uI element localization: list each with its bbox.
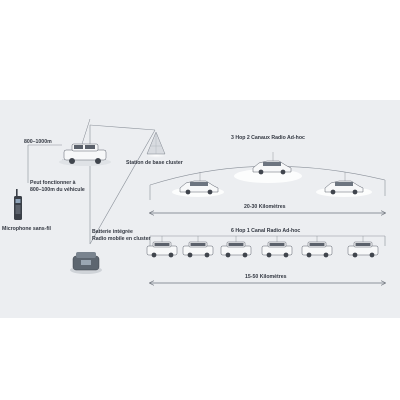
suv-row-3-icon xyxy=(220,236,252,258)
works-within-label-1: Peut fonctionner à xyxy=(30,180,76,186)
microphone-label: Microphone sans-fil xyxy=(2,226,52,232)
hop6-range-label: 15-50 Kilomètres xyxy=(245,274,287,280)
suv-row xyxy=(146,236,379,258)
battery-label-1: Batterie intégrée xyxy=(92,229,133,235)
base-station-label: Station de base cluster xyxy=(126,160,183,166)
suv-row-2-icon xyxy=(182,236,214,258)
hop6-title: 6 Hop 1 Canal Radio Ad-hoc xyxy=(231,228,300,234)
sedan-2-icon xyxy=(252,152,292,175)
suv-row-6-icon xyxy=(347,236,379,258)
suv-row-5-icon xyxy=(301,236,333,258)
works-within-label-2: 800–100m du véhicule xyxy=(30,187,85,193)
sedan-3-icon xyxy=(324,172,364,195)
sedan-1-icon xyxy=(179,172,219,195)
cluster-radio-icon xyxy=(70,252,102,274)
walkie-talkie-icon xyxy=(14,189,22,220)
suv-row-4-icon xyxy=(261,236,293,258)
suv-top-left-icon xyxy=(59,118,111,166)
hop6-link xyxy=(149,235,386,246)
hop3-range-label: 20-30 Kilomètres xyxy=(244,204,286,210)
hop3-title: 3 Hop 2 Canaux Radio Ad-hoc xyxy=(231,135,305,141)
battery-label-2: Radio mobile en cluster xyxy=(92,236,151,242)
base-station-icon xyxy=(146,131,166,158)
suv-row-1-icon xyxy=(146,236,178,258)
range-top-label: 800–1000m xyxy=(24,139,52,145)
